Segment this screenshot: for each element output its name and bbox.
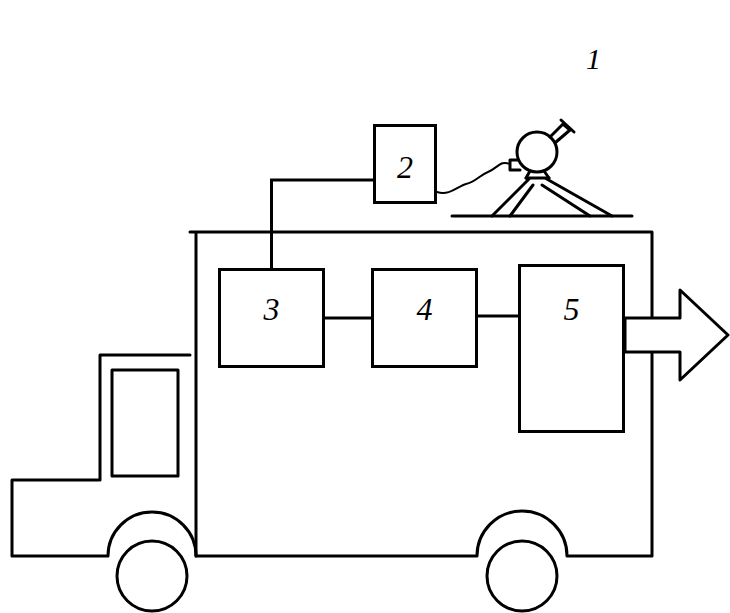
output-arrow — [625, 290, 728, 380]
callout-number: 1 — [586, 44, 601, 74]
box-number: 2 — [397, 151, 413, 183]
box-number: 4 — [417, 293, 433, 325]
cab-window — [112, 370, 178, 476]
truck-body — [190, 232, 652, 556]
camera-cable — [437, 163, 510, 193]
camera-lens — [550, 120, 574, 142]
front-wheel — [117, 541, 187, 611]
truck-cab — [12, 355, 196, 556]
process-box: 5 — [518, 264, 625, 433]
tripod-legs — [492, 178, 612, 216]
box-number: 3 — [264, 293, 280, 325]
camera-mount — [526, 171, 549, 178]
process-box: 3 — [218, 268, 325, 368]
process-box: 2 — [373, 124, 437, 204]
roof-platform — [452, 215, 632, 218]
camera-eyepiece — [510, 160, 520, 170]
process-box: 4 — [371, 268, 478, 368]
connector-line — [325, 317, 371, 320]
rear-wheel — [487, 541, 557, 611]
connector-line — [478, 315, 518, 318]
connector-line — [272, 180, 374, 268]
box-number: 5 — [564, 293, 580, 325]
